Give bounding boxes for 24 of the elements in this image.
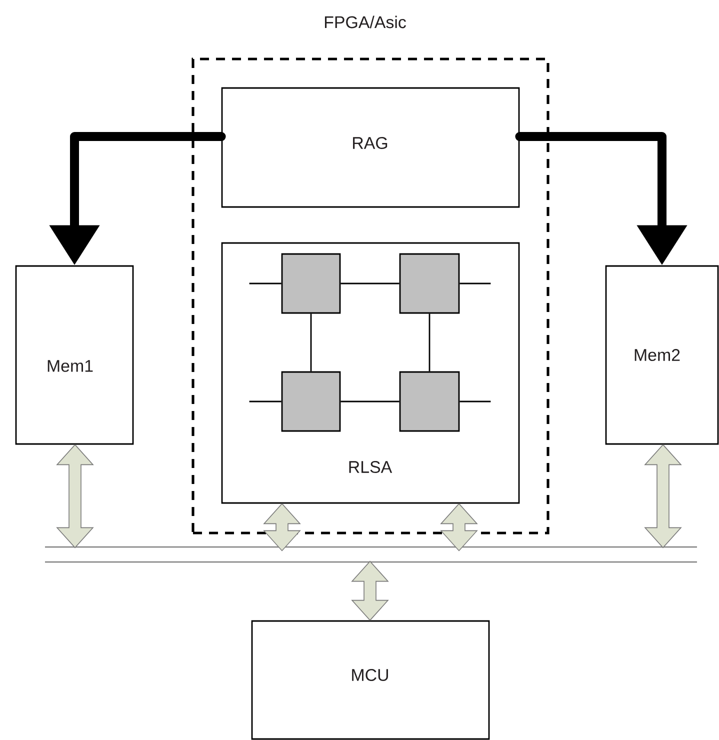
connector-line — [310, 314, 312, 372]
memory-box: Mem1 — [15, 265, 134, 445]
cell-square — [399, 371, 460, 432]
connector-line — [340, 282, 400, 284]
memory-box: Mem2 — [605, 265, 719, 445]
connector-line — [340, 400, 400, 402]
double-arrow — [56, 444, 94, 548]
connector-line — [460, 400, 491, 402]
double-arrow — [351, 560, 389, 621]
bus-line — [44, 546, 698, 563]
connector-line — [460, 282, 491, 284]
cell-square — [399, 253, 460, 314]
node-label: FPGA/Asic — [324, 16, 406, 28]
connector-line — [428, 314, 430, 372]
double-arrow — [440, 503, 478, 552]
cell-square — [281, 253, 341, 314]
process-box: MCU — [251, 620, 490, 740]
connector-line — [249, 400, 282, 402]
process-box: RAG — [221, 87, 520, 208]
double-arrow — [263, 503, 301, 552]
process-box: RLSA — [221, 242, 520, 504]
connector-line — [249, 282, 282, 284]
double-arrow — [644, 444, 682, 548]
cell-square — [281, 371, 341, 432]
